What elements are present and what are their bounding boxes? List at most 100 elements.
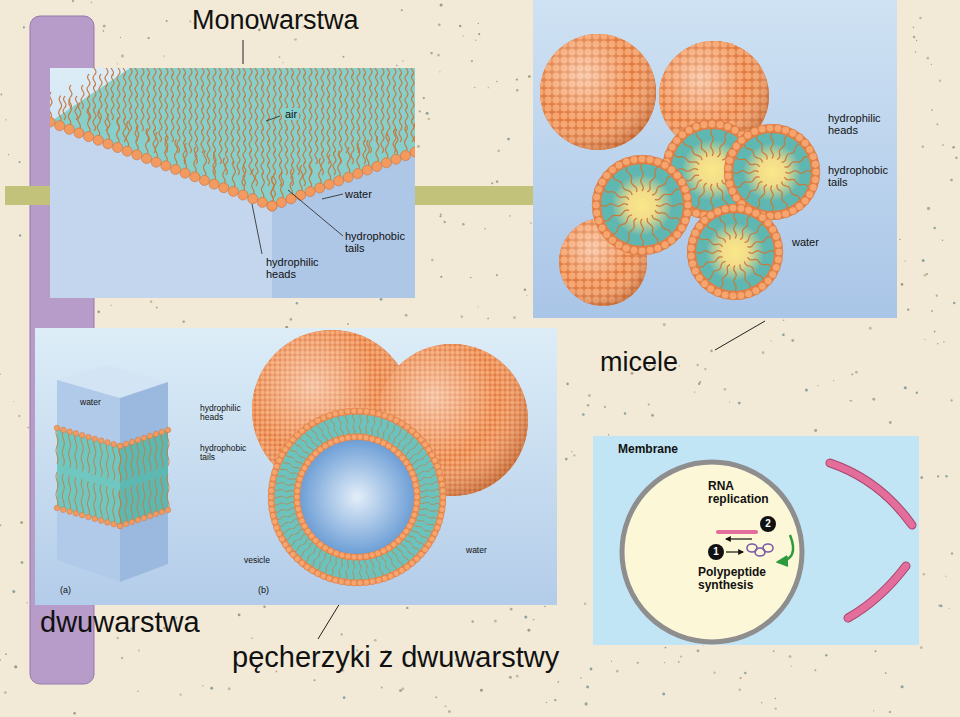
hydrophobic-tail <box>323 552 328 560</box>
hydrophilic-head <box>305 187 315 197</box>
hydrophilic-head <box>598 224 606 232</box>
hydrophobic-tail <box>655 189 680 200</box>
protocell-panel <box>593 436 919 645</box>
hydrophobic-tail <box>707 224 725 242</box>
hydrophilic-head <box>123 521 129 527</box>
hydrophobic-tail <box>123 74 126 98</box>
hydrophobic-tail <box>93 68 96 87</box>
hydrophobic-tail <box>189 85 192 109</box>
hydrophilic-head <box>369 552 375 558</box>
hydrophobic-tail <box>403 432 409 439</box>
hydrophobic-tail <box>213 129 216 153</box>
hydrophobic-tail <box>279 74 282 98</box>
hydrophobic-tail <box>291 140 294 164</box>
speckle <box>459 25 461 27</box>
speckle <box>148 37 150 39</box>
hydrophobic-tail <box>311 558 316 566</box>
hydrophobic-tail <box>111 96 114 120</box>
hydrophobic-tail <box>243 118 246 142</box>
hydrophilic-head <box>141 435 147 441</box>
hydrophobic-tail <box>255 74 258 98</box>
hydrophilic-head <box>153 431 159 437</box>
hydrophilic-head <box>728 187 736 195</box>
hydrophilic-head <box>339 436 345 442</box>
speckle <box>405 314 408 317</box>
hydrophobic-tail <box>393 85 396 109</box>
speckle <box>818 385 819 386</box>
hydrophobic-tail <box>423 461 432 465</box>
hydrophobic-tail <box>305 554 311 561</box>
hydrophilic-head <box>73 511 79 517</box>
speckle <box>23 26 25 28</box>
speckle <box>166 20 168 22</box>
hydrophilic-head <box>393 570 399 576</box>
cube-face <box>120 382 168 582</box>
hydrophobic-tail <box>237 151 240 175</box>
hydrophilic-head <box>700 121 708 129</box>
hydrophobic-tail <box>282 461 291 465</box>
hydrophilic-head <box>683 209 691 217</box>
hydrophobic-tail <box>106 442 108 478</box>
hydrophilic-head <box>774 124 782 132</box>
hydrophobic-tail <box>255 162 258 186</box>
speckle <box>497 150 500 153</box>
hydrophilic-head <box>345 409 351 415</box>
hydrophobic-tail <box>285 129 288 153</box>
hydrophobic-tail <box>282 529 291 533</box>
hydrophobic-tail <box>153 68 156 87</box>
hydrophobic-tail <box>62 430 64 466</box>
hydrophilic-head <box>277 197 287 207</box>
hydrophilic-head <box>382 413 388 419</box>
hydrophobic-tail <box>300 165 303 192</box>
hydrophilic-head <box>411 476 417 482</box>
hydrophobic-tail <box>297 68 300 87</box>
hydrophilic-head <box>267 201 277 211</box>
hydrophilic-head <box>54 425 60 431</box>
hydrophilic-head <box>345 553 351 559</box>
hydrophobic-tail <box>327 96 330 120</box>
hydrophobic-tail <box>318 424 323 432</box>
speckle <box>913 27 914 28</box>
hydrophobic-tail <box>392 424 397 432</box>
callout-number: 1 <box>708 544 724 560</box>
speckle <box>611 661 612 662</box>
hydrophilic-head <box>67 509 73 515</box>
hydrophobic-tail <box>249 129 252 153</box>
speckle <box>771 340 772 341</box>
hydrophobic-tail <box>380 567 383 576</box>
hydrophilic-head <box>812 168 820 176</box>
hydrophobic-tail <box>736 157 760 167</box>
hydrophobic-tail <box>249 85 252 109</box>
hydrophobic-tail <box>423 529 432 533</box>
speckle <box>931 64 932 65</box>
speckle <box>27 427 29 429</box>
speckle <box>509 676 512 679</box>
speckle <box>228 687 231 690</box>
speckle <box>381 687 383 689</box>
hydrophobic-tail <box>201 129 204 153</box>
speckle <box>942 239 944 241</box>
hydrophilic-head <box>92 436 98 442</box>
speckle <box>584 603 587 606</box>
hydrophobic-tail <box>312 546 318 553</box>
speckle <box>263 606 265 608</box>
hydrophilic-head <box>737 292 745 300</box>
hydrophobic-tail <box>125 444 127 480</box>
hydrophilic-head <box>409 518 415 524</box>
hydrophobic-tail <box>195 118 198 142</box>
speckle <box>762 351 765 354</box>
hydrophilic-head <box>135 517 141 523</box>
hydrophilic-head <box>665 150 673 158</box>
speckle <box>729 401 730 402</box>
hydrophilic-head <box>615 161 623 169</box>
hydrophilic-head <box>153 511 159 517</box>
speckle <box>943 341 945 343</box>
speckle <box>557 681 559 683</box>
panel-ground <box>35 328 557 605</box>
hydrophobic-tail <box>416 471 425 475</box>
hydrophilic-head <box>363 409 369 415</box>
hydrophilic-head <box>716 121 724 129</box>
slide-label: micele <box>600 348 678 378</box>
hydrophilic-head <box>683 193 691 201</box>
speckle <box>951 552 953 554</box>
